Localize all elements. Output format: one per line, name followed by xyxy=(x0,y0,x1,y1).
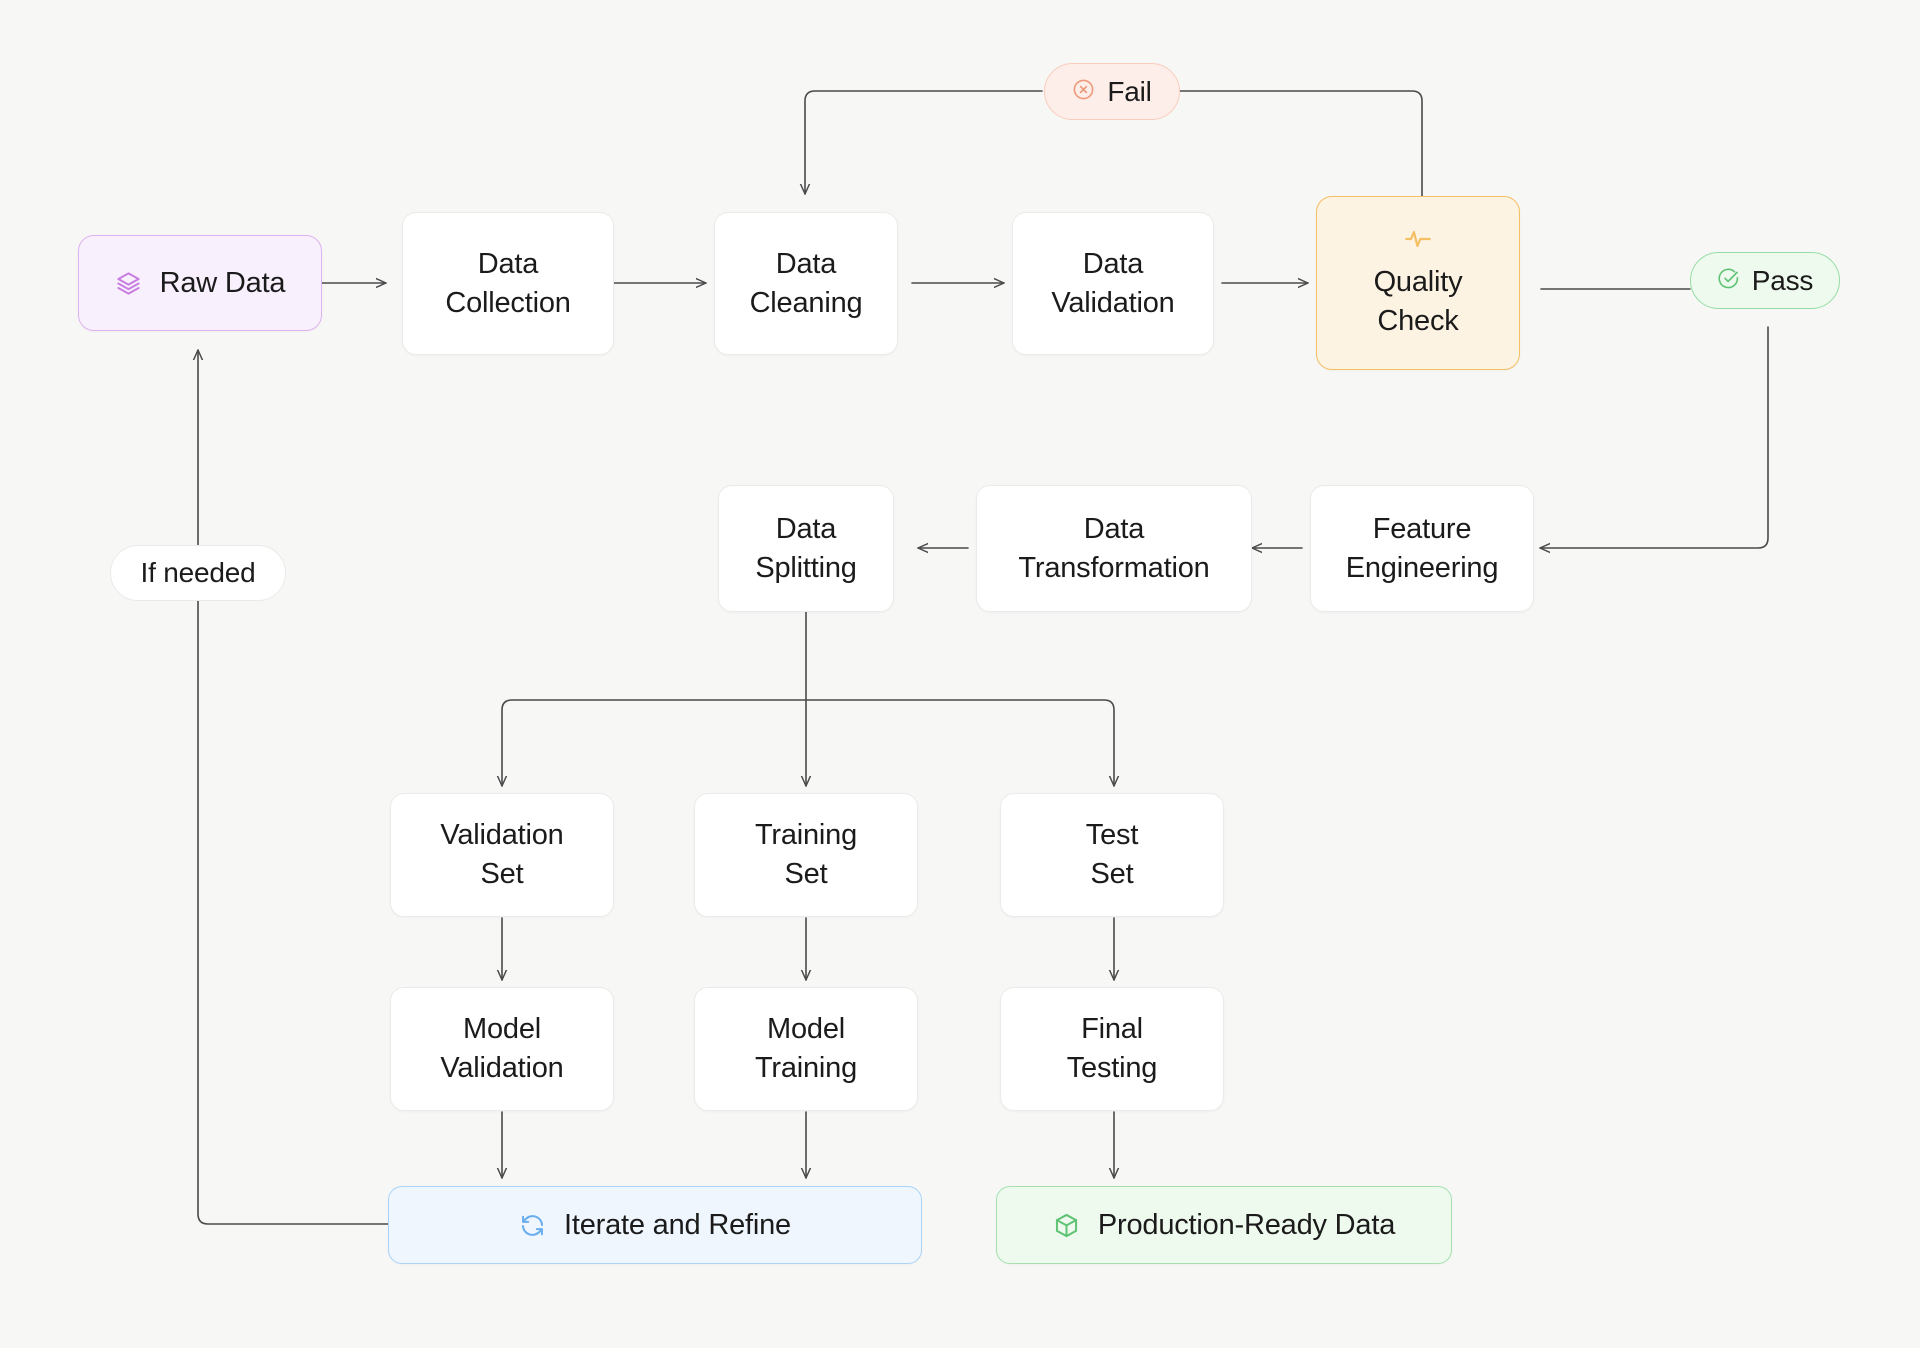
node-data-transformation-line2: Transformation xyxy=(1018,551,1210,584)
node-data-validation-line2: Validation xyxy=(1051,286,1175,319)
node-test-set[interactable]: Test Set xyxy=(1000,793,1224,917)
node-data-validation[interactable]: Data Validation xyxy=(1012,212,1214,355)
node-data-cleaning-line1: Data xyxy=(775,247,837,280)
node-production-ready-data[interactable]: Production-Ready Data xyxy=(996,1186,1452,1264)
node-validation-set[interactable]: Validation Set xyxy=(390,793,614,917)
edge-iterate-to-ifneeded xyxy=(197,599,389,1225)
node-data-collection-line2: Collection xyxy=(445,286,571,319)
node-model-training[interactable]: Model Training xyxy=(694,987,918,1111)
badge-fail[interactable]: Fail xyxy=(1044,63,1180,120)
node-feature-engineering-line2: Engineering xyxy=(1345,551,1499,584)
node-final-testing-line1: Final xyxy=(1081,1013,1143,1046)
node-training-set[interactable]: Training Set xyxy=(694,793,918,917)
badge-if-needed-label: If needed xyxy=(140,557,256,588)
node-training-set-line1: Training xyxy=(754,819,858,852)
node-test-set-line1: Test xyxy=(1085,819,1139,852)
edge-splitting-bus-left xyxy=(502,699,807,787)
circle-x-icon xyxy=(1072,76,1095,108)
node-model-training-line2: Training xyxy=(754,1052,858,1084)
edge-pass-to-feature xyxy=(1539,326,1769,548)
node-model-validation[interactable]: Model Validation xyxy=(390,987,614,1111)
node-quality-check-line2: Check xyxy=(1377,305,1459,337)
node-data-splitting-line1: Data xyxy=(775,512,837,545)
node-feature-engineering-line1: Feature xyxy=(1372,512,1472,545)
node-data-transformation-line1: Data xyxy=(1083,512,1145,545)
node-training-set-line2: Set xyxy=(784,858,828,890)
edge-quality-to-fail xyxy=(1177,90,1423,199)
layers-icon xyxy=(115,270,142,297)
node-final-testing-line2: Testing xyxy=(1066,1052,1158,1084)
node-raw-data-label: Raw Data xyxy=(159,266,286,299)
edge-fail-to-cleaning xyxy=(805,90,1043,195)
node-data-cleaning-line2: Cleaning xyxy=(749,286,863,319)
node-feature-engineering[interactable]: Feature Engineering xyxy=(1310,485,1534,612)
circle-check-icon xyxy=(1717,265,1740,297)
node-iterate-and-refine-label: Iterate and Refine xyxy=(564,1208,791,1241)
node-validation-set-line2: Set xyxy=(480,858,524,890)
node-data-splitting[interactable]: Data Splitting xyxy=(718,485,894,612)
node-data-splitting-line2: Splitting xyxy=(755,551,857,584)
node-data-cleaning[interactable]: Data Cleaning xyxy=(714,212,898,355)
node-model-training-line1: Model xyxy=(767,1013,845,1046)
node-model-validation-line1: Model xyxy=(463,1013,541,1046)
node-model-validation-line2: Validation xyxy=(440,1052,564,1084)
node-production-ready-data-label: Production-Ready Data xyxy=(1097,1208,1396,1241)
node-iterate-and-refine[interactable]: Iterate and Refine xyxy=(388,1186,922,1264)
node-data-validation-line1: Data xyxy=(1082,247,1144,280)
node-data-collection[interactable]: Data Collection xyxy=(402,212,614,355)
badge-fail-label: Fail xyxy=(1107,75,1152,107)
node-data-collection-line1: Data xyxy=(477,247,539,280)
node-final-testing[interactable]: Final Testing xyxy=(1000,987,1224,1111)
badge-pass[interactable]: Pass xyxy=(1690,252,1840,309)
node-raw-data[interactable]: Raw Data xyxy=(78,235,322,331)
node-quality-check-line1: Quality xyxy=(1373,266,1463,299)
activity-pulse-icon xyxy=(1404,225,1432,253)
node-quality-check[interactable]: Quality Check xyxy=(1316,196,1520,370)
node-data-transformation[interactable]: Data Transformation xyxy=(976,485,1252,612)
badge-pass-label: Pass xyxy=(1751,264,1814,296)
badge-if-needed[interactable]: If needed xyxy=(110,545,286,601)
refresh-cycle-icon xyxy=(519,1212,546,1239)
box-package-icon xyxy=(1053,1212,1080,1239)
node-test-set-line2: Set xyxy=(1090,858,1134,890)
node-validation-set-line1: Validation xyxy=(440,819,564,852)
edge-splitting-bus-right xyxy=(805,699,1114,787)
